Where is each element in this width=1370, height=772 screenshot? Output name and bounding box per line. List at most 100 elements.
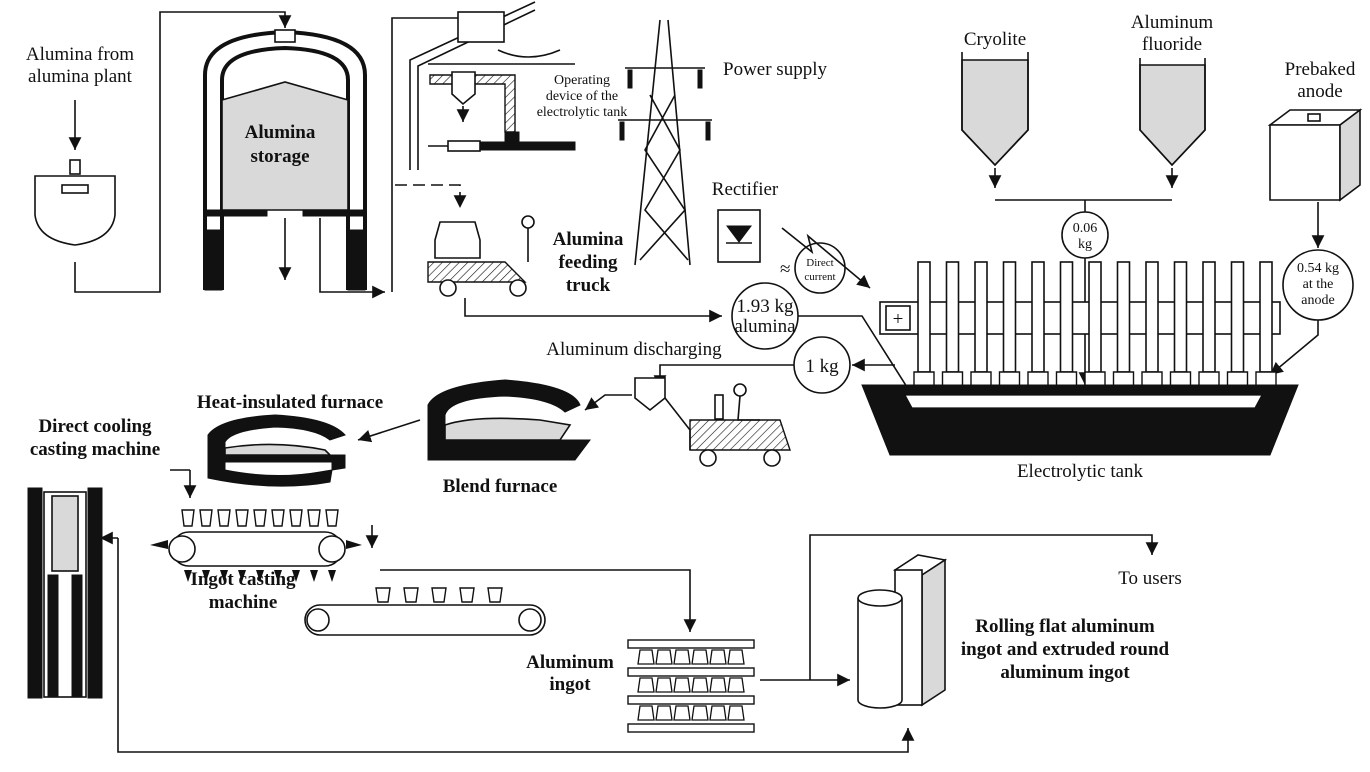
- direct-current-badge: Direct current: [794, 242, 846, 294]
- line-alumina-to-tank: [798, 315, 913, 396]
- rolling-ingots-label: Rolling flat aluminum ingot and extruded…: [961, 616, 1170, 683]
- anode-rod: [1088, 261, 1102, 373]
- svg-text:aluminum ingot: aluminum ingot: [1000, 662, 1130, 683]
- mold-spike: [202, 570, 210, 582]
- mold-spike: [256, 570, 264, 582]
- arrow-anode-to-tank: [1269, 320, 1319, 376]
- anode-rod: [1031, 261, 1045, 373]
- ingot-mold: [199, 509, 213, 527]
- anode-rod: [945, 261, 960, 373]
- svg-text:Alumina: Alumina: [553, 229, 624, 250]
- mold-spike: [310, 570, 318, 582]
- ingot: [727, 705, 745, 721]
- svg-text:kg: kg: [1078, 237, 1092, 252]
- svg-text:Direct: Direct: [806, 257, 833, 269]
- rolling-extruded-ingots-icon: [857, 554, 948, 709]
- anode-rod: [1173, 261, 1188, 373]
- conveyor-belt: [304, 604, 546, 636]
- ingot-tray: [627, 695, 755, 705]
- anode-rod: [1002, 261, 1017, 373]
- line-storage-to-feeder: [319, 218, 385, 299]
- svg-text:+: +: [893, 309, 904, 330]
- conveyor-roller: [518, 608, 542, 632]
- anode-rod: [1059, 261, 1074, 373]
- alumina-storage-silo: [203, 29, 367, 291]
- ingot: [637, 705, 655, 721]
- ingot: [673, 677, 691, 693]
- mold-spike: [238, 570, 246, 582]
- alumina-feeding-truck-icon: [427, 215, 535, 297]
- ingot: [709, 705, 727, 721]
- alumina-source-label: Alumina from alumina plant: [26, 44, 134, 87]
- plus-terminal: [885, 305, 911, 331]
- anode-rod: [1230, 261, 1245, 373]
- anode-rod: [1145, 261, 1159, 373]
- ingot: [727, 677, 745, 693]
- aluminum-ingot-stack: [627, 639, 755, 733]
- cryolite-label: Cryolite: [964, 29, 1026, 50]
- svg-text:Ingot casting: Ingot casting: [190, 569, 296, 590]
- svg-text:machine: machine: [209, 592, 278, 613]
- arrow-discharging-to-blend: [584, 394, 632, 411]
- dc-casting-machine-icon: [27, 487, 103, 699]
- anode-rod: [917, 261, 931, 373]
- ingot: [637, 677, 655, 693]
- svg-text:0.54 kg: 0.54 kg: [1297, 261, 1339, 276]
- ingot-mold: [217, 509, 231, 527]
- arrow-blend-to-heat: [357, 419, 421, 443]
- mold-spike: [150, 540, 168, 549]
- svg-text:Operating: Operating: [554, 73, 610, 88]
- ingot-tray: [627, 723, 755, 733]
- ingot: [655, 705, 673, 721]
- ingot: [691, 649, 709, 665]
- line-tanker-to-storage: [74, 11, 292, 293]
- line-truck-to-alumina-qty: [464, 298, 722, 323]
- conveyor-belt: [171, 531, 343, 567]
- svg-text:anode: anode: [1301, 293, 1334, 308]
- svg-text:ingot and extruded round: ingot and extruded round: [961, 639, 1170, 660]
- alumina-tanker-icon: [34, 159, 116, 246]
- svg-text:1.93 kg: 1.93 kg: [737, 296, 795, 317]
- output-quantity-badge: 1 kg: [793, 336, 851, 394]
- anode-rod: [1202, 261, 1216, 373]
- line-output-to-discharging: [653, 364, 794, 388]
- line-hoppers-merge: [995, 199, 1172, 212]
- dc-casting-label: Direct cooling casting machine: [30, 416, 160, 460]
- ingot: [637, 649, 655, 665]
- blend-furnace-icon: [427, 379, 591, 461]
- svg-text:fluoride: fluoride: [1142, 34, 1202, 55]
- ingot: [709, 677, 727, 693]
- line-conveyor-to-stack: [380, 569, 697, 632]
- ingot: [655, 677, 673, 693]
- svg-text:Alumina from: Alumina from: [26, 44, 134, 65]
- svg-text:1 kg: 1 kg: [805, 356, 839, 377]
- svg-text:Alumina: Alumina: [245, 122, 316, 143]
- svg-text:alumina: alumina: [734, 316, 796, 337]
- discharging-vehicle-icon: [634, 377, 791, 467]
- alumina-feeding-truck-label: Alumina feeding truck: [553, 229, 624, 296]
- heat-insulated-furnace-icon: [207, 414, 346, 487]
- ingot: [691, 705, 709, 721]
- prebaked-anode-block: [1267, 108, 1363, 202]
- svg-text:current: current: [804, 271, 835, 283]
- svg-text:truck: truck: [566, 275, 611, 296]
- aluminum-ingot-label: Aluminum ingot: [526, 652, 614, 695]
- anode-rod: [1116, 261, 1131, 373]
- aluminum-fluoride-label: Aluminum fluoride: [1131, 12, 1214, 55]
- svg-text:casting machine: casting machine: [30, 439, 160, 460]
- mold-spike: [274, 570, 282, 582]
- dashed-line-to-truck: [395, 184, 467, 208]
- ingot-tray: [627, 639, 755, 649]
- to-users-label: To users: [1118, 568, 1182, 589]
- ingot: [655, 649, 673, 665]
- power-supply-label: Power supply: [723, 59, 827, 80]
- operating-device-label: Operating device of the electrolytic tan…: [537, 73, 628, 120]
- arrow-to-users: [809, 534, 1159, 680]
- svg-text:Direct cooling: Direct cooling: [38, 416, 152, 437]
- svg-text:device of the: device of the: [546, 89, 618, 104]
- alumina-quantity-badge: 1.93 kg alumina: [731, 282, 799, 350]
- ingot: [431, 587, 447, 603]
- ingot: [709, 649, 727, 665]
- ingot-mold: [253, 509, 267, 527]
